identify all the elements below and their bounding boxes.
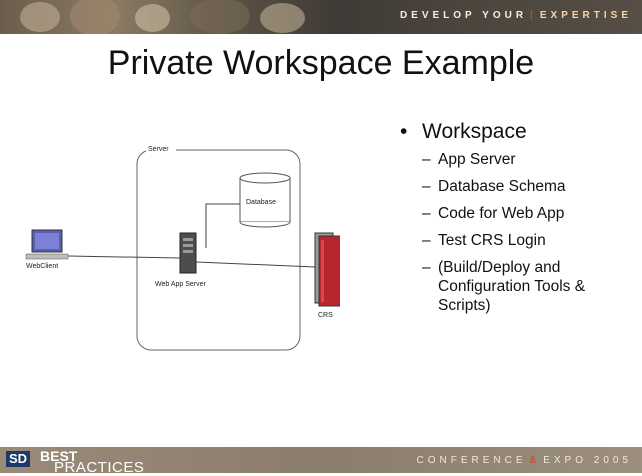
footer-tagline: CONFERENCE&EXPO 2005 [416, 455, 632, 466]
slide-title: Private Workspace Example [107, 44, 535, 82]
bullet-dot: • [400, 120, 408, 143]
sub-bullet-item: –Test CRS Login [422, 232, 546, 249]
connection-line-client [67, 255, 181, 259]
footer-bar: SD BEST PRACTICES CONFERENCE&EXPO 2005 [0, 447, 642, 476]
photo-figure [135, 4, 170, 32]
server-label: Server [148, 146, 169, 153]
logo-sd: SD [6, 451, 31, 467]
crs-label: CRS [318, 312, 333, 319]
photo-figure [260, 3, 305, 33]
logo-best: BEST [40, 448, 78, 464]
sub-bullet-list: –App Server –Database Schema –Code for W… [422, 150, 638, 315]
header-tagline: DEVELOP YOUR|EXPERTISE [400, 10, 632, 21]
bullet-list: • Workspace –App Server –Database Schema… [398, 120, 638, 323]
webapp-server-icon [179, 232, 197, 274]
database-icon [239, 172, 291, 228]
photo-figure [190, 0, 250, 34]
bullet-workspace-text: Workspace [422, 120, 527, 143]
webapp-server-label: Web App Server [155, 281, 207, 288]
tagline-develop: DEVELOP YOUR [399, 10, 528, 21]
server-box [136, 149, 301, 351]
sub-bullet-item: –Code for Web App [422, 205, 565, 222]
connection-line-crs [195, 261, 316, 268]
sub-bullet-item: –(Build/Deploy and Configuration Tools &… [422, 259, 586, 314]
webclient-computer-icon [25, 229, 69, 260]
header-banner: DEVELOP YOUR|EXPERTISE [0, 0, 642, 34]
database-label: Database [246, 199, 276, 206]
bullet-workspace: • Workspace [398, 120, 638, 144]
tagline-separator: | [530, 10, 537, 21]
sub-bullet-item: –Database Schema [422, 178, 566, 195]
photo-figure [20, 2, 60, 32]
logo-practices: PRACTICES [54, 459, 145, 476]
server-label-bg [146, 144, 176, 154]
crs-server-icon [314, 232, 340, 307]
photo-figure [70, 0, 120, 34]
sub-bullet-item: –App Server [422, 151, 516, 168]
webclient-label: WebClient [26, 263, 58, 270]
tagline-expertise: EXPERTISE [539, 10, 632, 21]
connection-line-db [205, 203, 240, 248]
architecture-diagram: Server Database WebClient Web App Server [25, 144, 340, 351]
